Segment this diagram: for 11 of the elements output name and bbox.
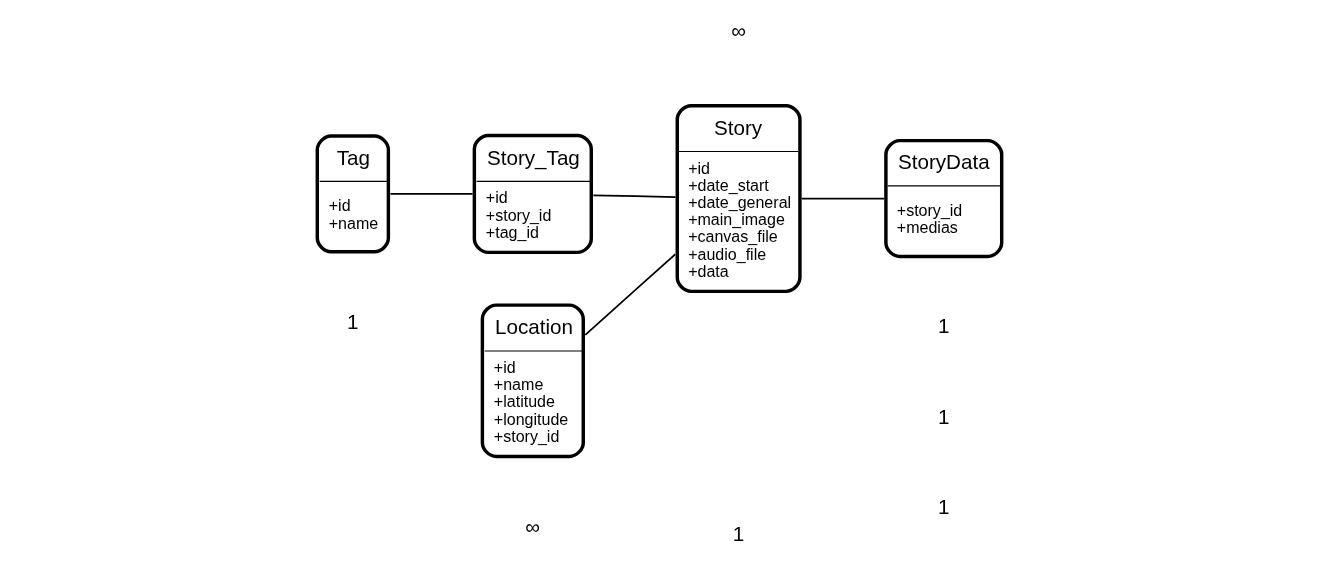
label: 1 [938, 495, 950, 519]
connector [800, 197, 886, 200]
connector [389, 193, 474, 195]
connector [584, 253, 677, 336]
connector [592, 194, 677, 198]
label: ∞ [731, 19, 746, 43]
label: 1 [938, 314, 950, 338]
label: 1 [938, 404, 950, 428]
label: 1 [732, 521, 745, 545]
label: ∞ [525, 514, 541, 538]
label: 1 [347, 309, 359, 333]
